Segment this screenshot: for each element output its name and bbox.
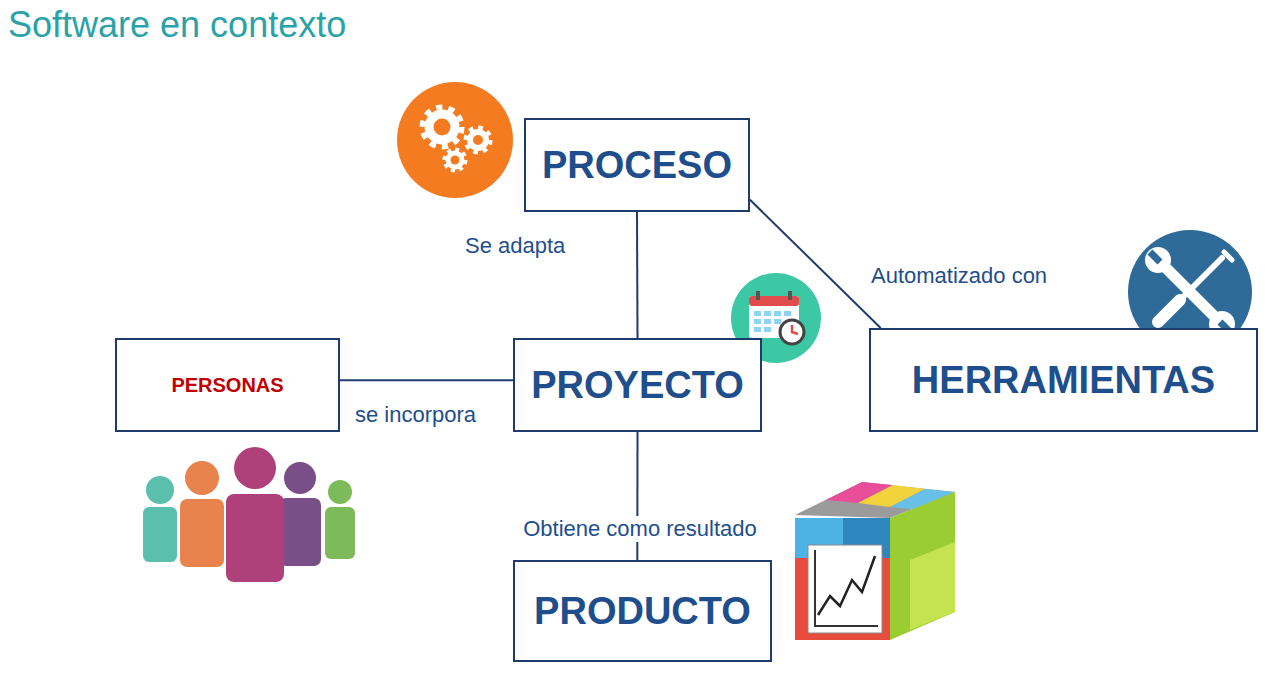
product-box: PRODUCTO [513,560,772,662]
process-box: PROCESO [524,118,750,212]
tools-box: HERRAMIENTAS [869,328,1258,432]
box-label: PERSONAS [171,374,283,397]
connector-line [636,212,639,338]
cube-illustration [795,482,955,640]
slide-title: Software en contexto [8,4,346,46]
connector-line [340,379,513,381]
gears-icon [397,82,513,198]
box-label: PROCESO [542,144,732,187]
connector-label: se incorpora [352,402,479,428]
box-label: HERRAMIENTAS [912,359,1215,402]
connector-label: Se adapta [462,233,568,259]
people-illustration [143,447,355,582]
project-box: PROYECTO [513,338,762,432]
connector-label: Automatizado con [868,263,1050,289]
connector-line [750,200,881,328]
box-label: PRODUCTO [534,590,751,633]
people-box: PERSONAS [115,338,340,432]
connector-label: Obtiene como resultado [520,516,760,542]
box-label: PROYECTO [531,364,744,407]
